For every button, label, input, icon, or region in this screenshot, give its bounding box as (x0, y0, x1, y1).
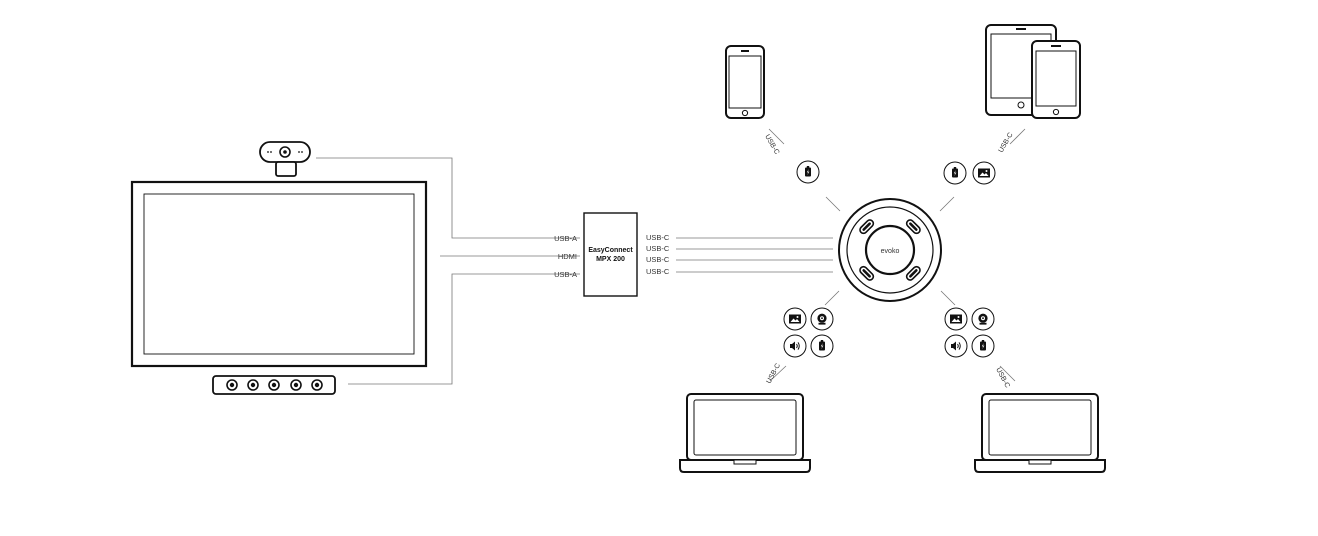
tablet-cable-label: USB-C (998, 132, 1015, 154)
battery-icon (810, 334, 834, 358)
webcam-icon (810, 307, 834, 331)
capability-badges (783, 160, 996, 358)
right-wires (676, 237, 833, 273)
speaker-icon (783, 334, 807, 358)
phone-cable-label: USB-C (763, 134, 780, 156)
battery-icon (796, 160, 820, 184)
left-wires (316, 157, 580, 385)
speakerphone-brand: evoko (881, 248, 900, 255)
webcam-device (259, 141, 311, 177)
soundbar-speaker-icon (290, 379, 302, 391)
spoke-lines (824, 196, 956, 306)
speakerphone-button (905, 265, 921, 281)
soundbar-speaker-icon (247, 379, 259, 391)
laptop-right-device (974, 393, 1106, 473)
battery-icon (971, 334, 995, 358)
soundbar-speaker-icon (311, 379, 323, 391)
hub-left-port-3: USB-A (554, 270, 577, 279)
easyconnect-hub: EasyConnect MPX 200 (583, 212, 638, 297)
laptop-right-cable-label: USB-C (994, 367, 1010, 390)
laptop-left-device (679, 393, 811, 473)
hub-left-port-2: HDMI (558, 252, 577, 261)
smartphone-device (725, 45, 765, 119)
soundbar-device (212, 375, 336, 395)
image-icon (783, 307, 807, 331)
battery-icon (943, 161, 967, 185)
hub-title-line1: EasyConnect (588, 247, 633, 254)
laptop-left-cable-label: USB-C (766, 362, 782, 385)
tablet-device (985, 24, 1081, 119)
image-icon (944, 307, 968, 331)
hub-right-port-1: USB-C (646, 233, 670, 242)
evoko-speakerphone: evoko (838, 198, 942, 302)
soundbar-speaker-icon (268, 379, 280, 391)
hub-left-port-1: USB-A (554, 234, 577, 243)
speakerphone-button (859, 219, 875, 235)
hub-right-port-4: USB-C (646, 267, 670, 276)
hub-title-line2: MPX 200 (596, 256, 625, 263)
hub-right-port-3: USB-C (646, 255, 670, 264)
display-monitor (130, 180, 428, 368)
hub-right-port-2: USB-C (646, 244, 670, 253)
speakerphone-button (905, 219, 921, 235)
speaker-icon (944, 334, 968, 358)
soundbar-speaker-icon (226, 379, 238, 391)
image-icon (972, 161, 996, 185)
webcam-icon (971, 307, 995, 331)
